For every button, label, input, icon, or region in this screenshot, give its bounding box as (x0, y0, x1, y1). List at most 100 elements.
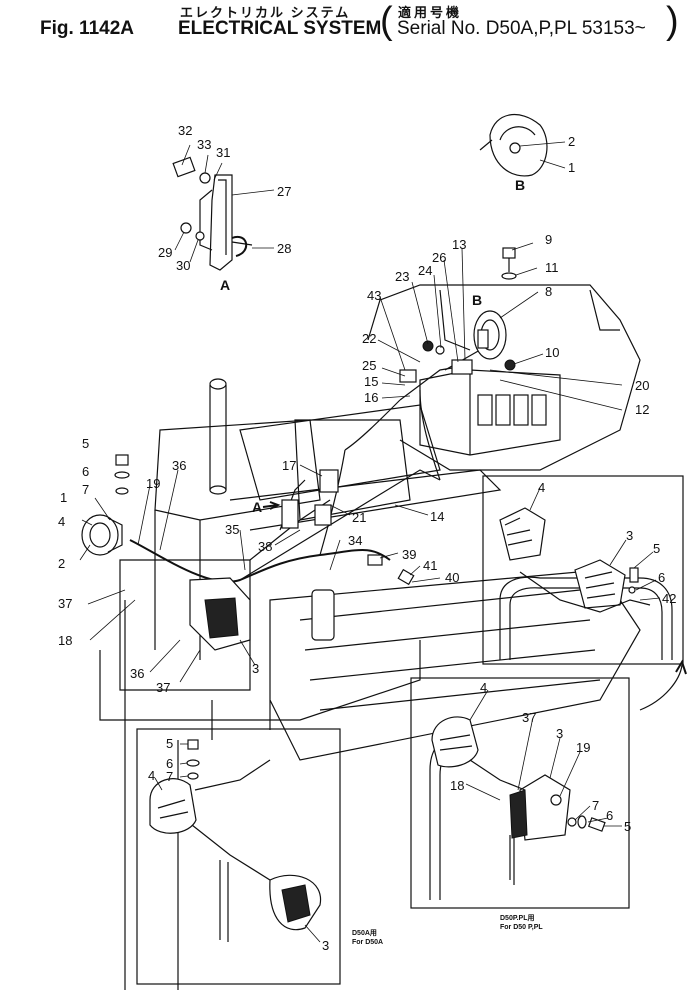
callout-26: 26 (432, 250, 446, 265)
inset1-callout-6: 6 (658, 570, 665, 585)
view-ref-b: B (472, 292, 482, 308)
callout-6: 6 (82, 464, 89, 479)
callout-21: 21 (352, 510, 366, 525)
reference-arrow (639, 664, 683, 711)
serial-label-japanese: 適用号機 (398, 5, 463, 20)
callout-30: 30 (176, 258, 190, 273)
washer-11 (501, 272, 517, 280)
callout-18: 18 (58, 633, 72, 648)
callout-29: 29 (158, 245, 172, 260)
callout-27: 27 (277, 184, 291, 199)
callout-8: 8 (545, 284, 552, 299)
detail-a-bracket (172, 144, 275, 271)
callout-28: 28 (277, 241, 291, 256)
callout-36: 36 (172, 458, 186, 473)
view-ref-a: A (252, 499, 262, 515)
inset1-callout-42: 42 (662, 591, 676, 606)
callout-43: 43 (367, 288, 381, 303)
callout-37: 37 (58, 596, 72, 611)
relay-23 (422, 340, 434, 352)
switch-41 (397, 568, 415, 586)
relay-box-21 (314, 504, 332, 526)
front-horn-left (81, 514, 123, 556)
detail-b-plate (479, 114, 566, 177)
figure-number: Fig. 1142A (40, 18, 134, 39)
callout-32: 32 (178, 123, 192, 138)
inset3-callout-6: 6 (166, 756, 173, 771)
relay-24 (435, 345, 445, 355)
callout-4: 4 (58, 514, 65, 529)
callout-24: 24 (418, 263, 432, 278)
page-title: ELECTRICAL SYSTEM (178, 18, 382, 39)
serial-bracket-open: ( (380, 0, 393, 42)
inset3-callout-5: 5 (166, 736, 173, 751)
callout-16: 16 (364, 390, 378, 405)
callout-b-1: 1 (568, 160, 575, 175)
bracket-a-ref (281, 499, 299, 529)
inset2-callout-3: 3 (556, 726, 563, 741)
bolt-5 (115, 454, 129, 466)
relay-box-17 (319, 469, 339, 493)
callout-3: 3 (252, 661, 259, 676)
inset1-callout-5: 5 (653, 541, 660, 556)
callout-1: 1 (60, 490, 67, 505)
callout-39: 39 (402, 547, 416, 562)
callout-33: 33 (197, 137, 211, 152)
connector-26 (451, 359, 473, 375)
rear-lamp (473, 310, 507, 360)
callout-13: 13 (452, 237, 466, 252)
nut-10 (504, 359, 516, 371)
view-label-a: A (220, 277, 230, 293)
callout-12: 12 (635, 402, 649, 417)
inset2-note-jp: D50P.PL用 (500, 914, 535, 922)
callout-37b: 37 (156, 680, 170, 695)
callout-34: 34 (348, 533, 362, 548)
callout-b-2: 2 (568, 134, 575, 149)
inset3-callout-7: 7 (166, 769, 173, 784)
callout-5: 5 (82, 436, 89, 451)
serial-number-range: Serial No. D50A,P,PL 53153~ (397, 18, 646, 39)
inset3-note-jp: D50A用 (352, 929, 377, 937)
inset2-note-en: For D50 P,PL (500, 924, 543, 931)
inset3-note-en: For D50A (352, 939, 383, 946)
callout-36b: 36 (130, 666, 144, 681)
inset-front-lamp-d50a (136, 728, 341, 985)
clamp-39 (367, 554, 383, 566)
connector-25 (399, 369, 417, 383)
callout-17: 17 (282, 458, 296, 473)
inset1-callout-3: 3 (626, 528, 633, 543)
serial-bracket-close: ) (666, 0, 679, 42)
inset3-callout-4: 4 (148, 768, 155, 783)
callout-19: 19 (146, 476, 160, 491)
callout-22: 22 (362, 331, 376, 346)
front-headlamp (189, 577, 251, 651)
inset2-callout-7: 7 (592, 798, 599, 813)
washer-6 (114, 471, 130, 479)
cylinder-34 (311, 589, 335, 641)
inset-rear-lamp (482, 475, 684, 665)
callout-20: 20 (635, 378, 649, 393)
main-callout-leaders (79, 242, 623, 683)
callout-14: 14 (430, 509, 444, 524)
callout-40: 40 (445, 570, 459, 585)
callout-23: 23 (395, 269, 409, 284)
callout-31: 31 (216, 145, 230, 160)
inset2-callout-6: 6 (606, 808, 613, 823)
inset3-callout-3: 3 (322, 938, 329, 953)
inset2-callout-5: 5 (624, 819, 631, 834)
callout-10: 10 (545, 345, 559, 360)
callout-35: 35 (225, 522, 239, 537)
inset2-callout-19: 19 (576, 740, 590, 755)
inset2-callout-18: 18 (450, 778, 464, 793)
callout-25: 25 (362, 358, 376, 373)
callout-2: 2 (58, 556, 65, 571)
callout-41: 41 (423, 558, 437, 573)
callout-11: 11 (545, 260, 559, 275)
view-label-b: B (515, 177, 525, 193)
tractor-body (99, 284, 641, 990)
inset1-callout-4: 4 (538, 480, 545, 495)
callout-7: 7 (82, 482, 89, 497)
inset2-callout-4: 4 (480, 680, 487, 695)
inset2-callout-37: 37 (522, 710, 536, 725)
